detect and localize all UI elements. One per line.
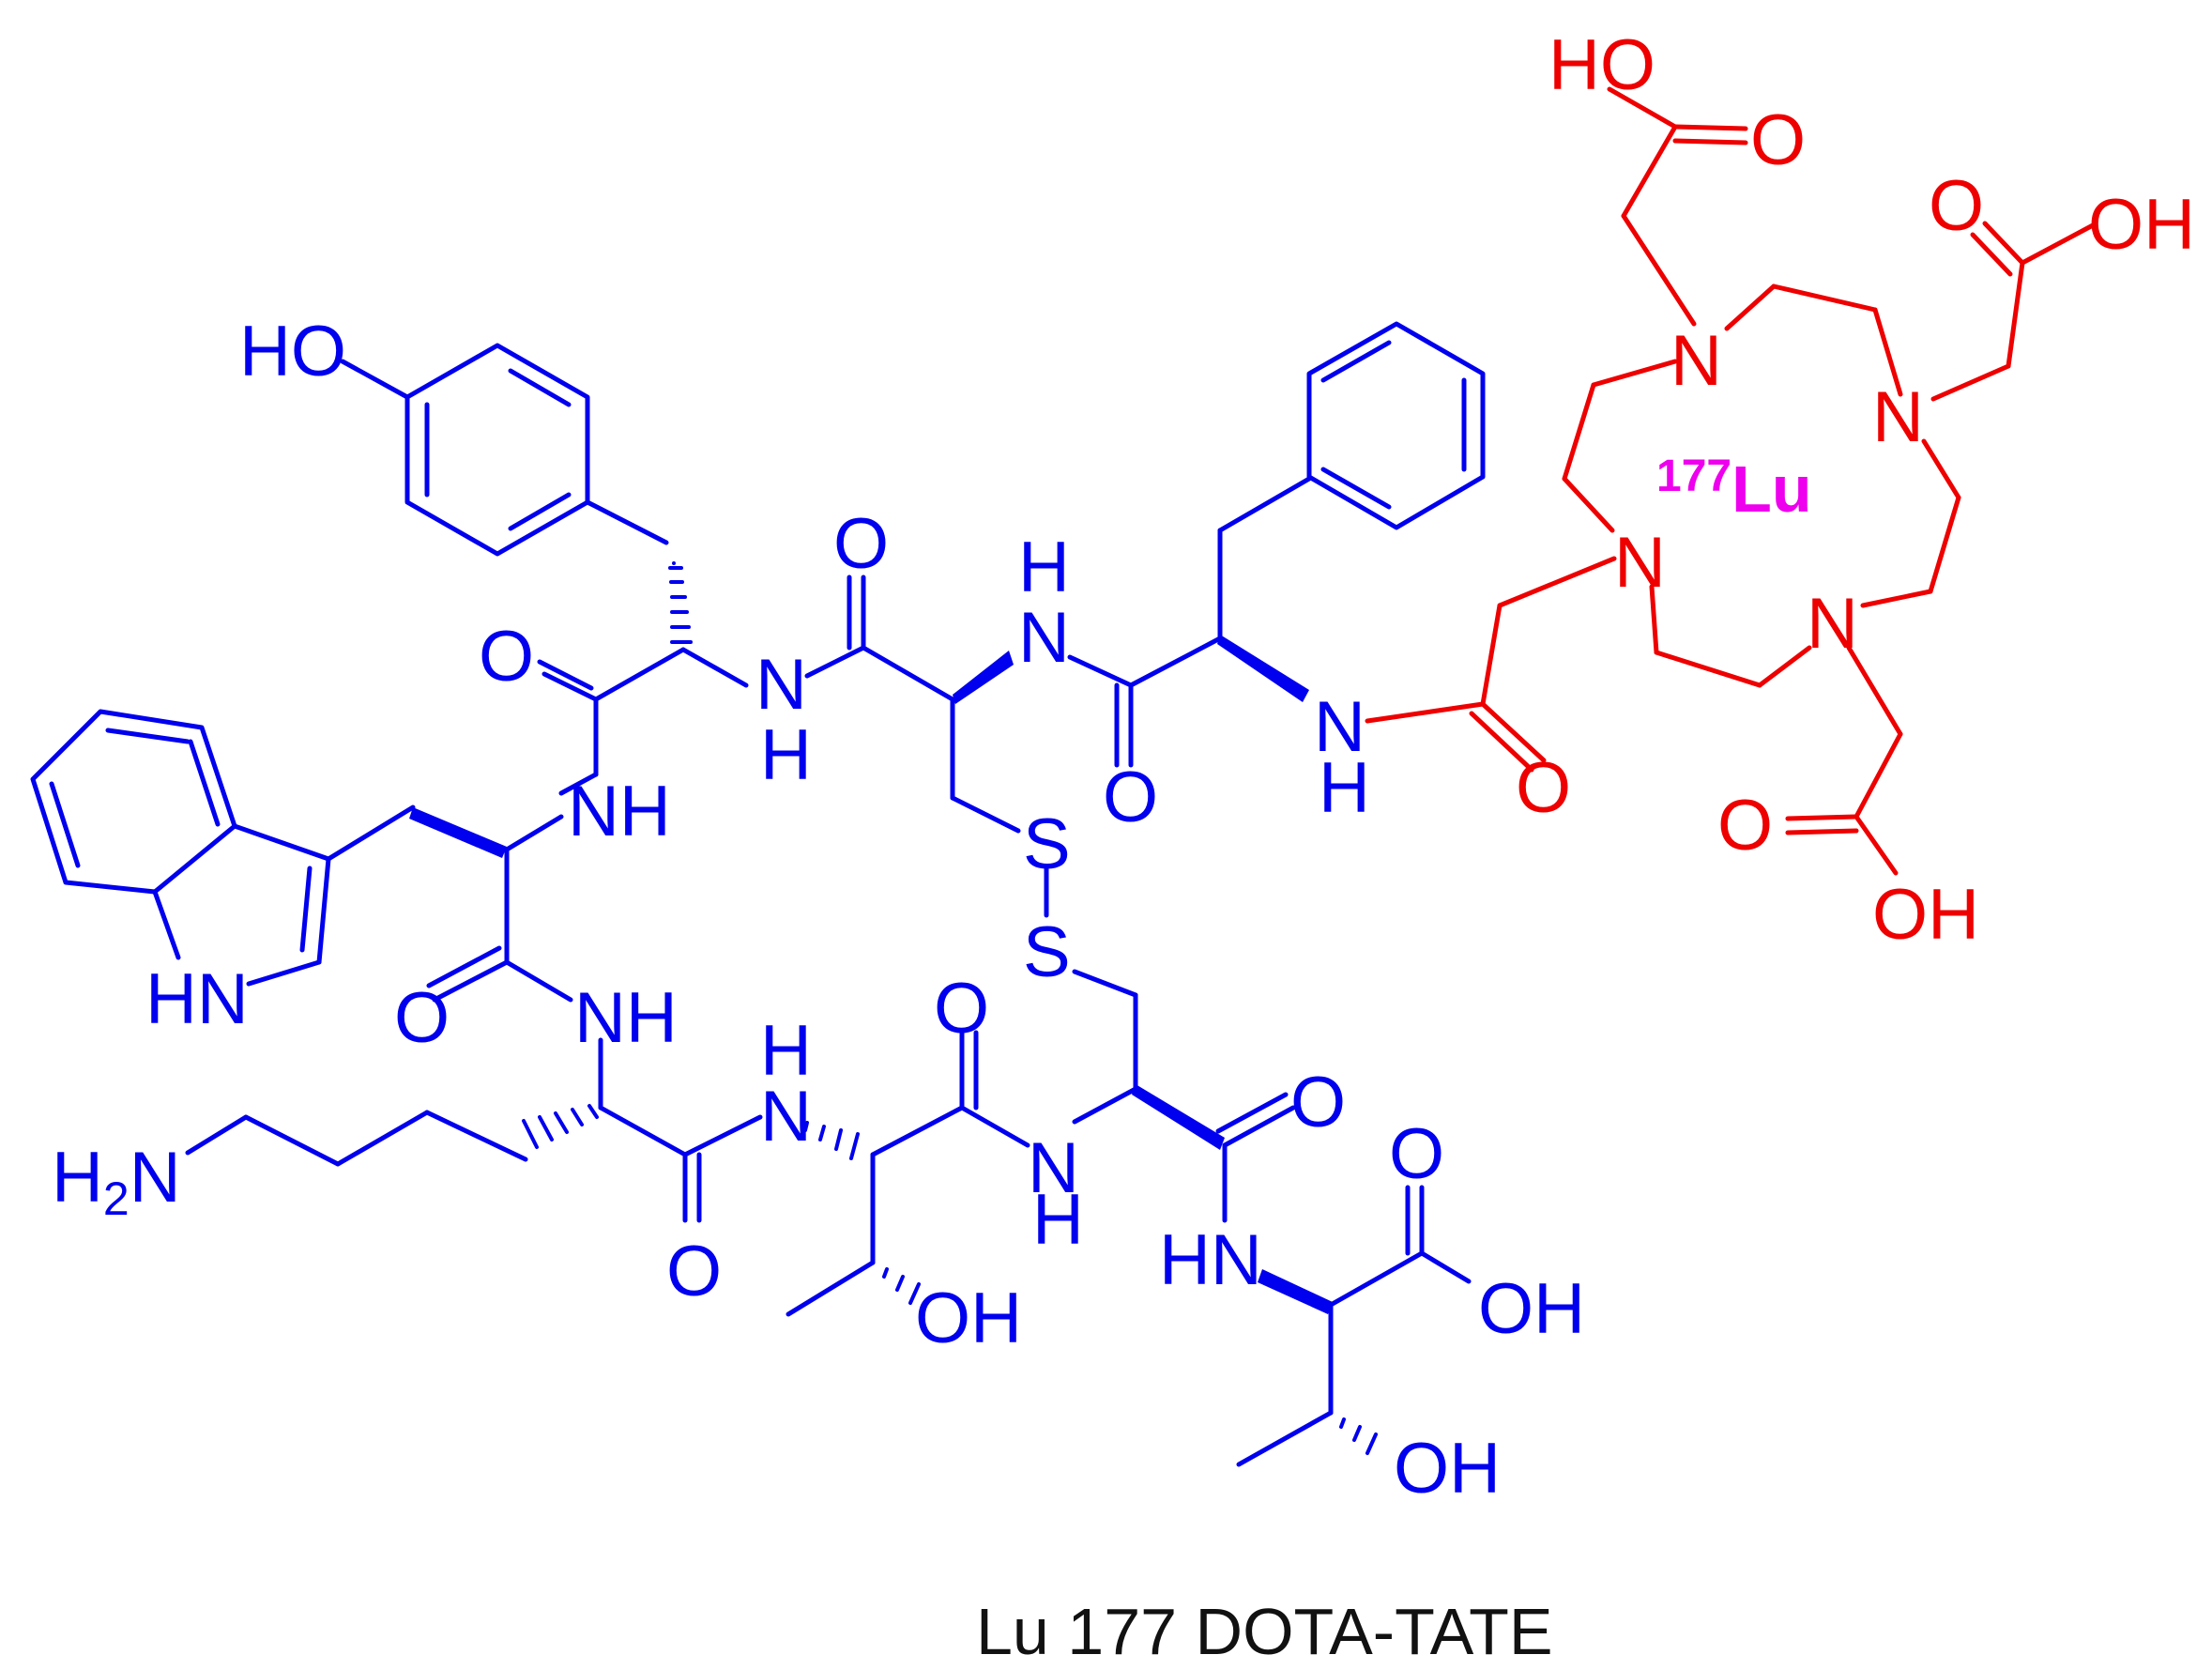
amide-n1-label: N bbox=[755, 645, 807, 725]
right-acid-o-label: O bbox=[1929, 166, 1984, 246]
amide-n3-label: N bbox=[1314, 687, 1365, 767]
amide-n2-label: N bbox=[1018, 598, 1070, 678]
amide-h1-label: H bbox=[760, 715, 812, 795]
macrocycle-n3-label: N bbox=[1614, 523, 1666, 603]
right-acid-oh-label: OH bbox=[2088, 185, 2195, 265]
lys-hashed-bond bbox=[522, 1104, 599, 1149]
lys-nh-label: NH bbox=[574, 978, 678, 1058]
macrocycle-n1-label: N bbox=[1670, 321, 1722, 401]
carbonyl-o4-label: O bbox=[394, 978, 450, 1058]
linker-amide-o-label: O bbox=[1516, 748, 1571, 828]
cys-wedge-bond bbox=[953, 651, 1014, 704]
carbonyl-o1-label: O bbox=[479, 617, 534, 697]
carbonyl-o3-label: O bbox=[1103, 758, 1158, 837]
thr1-hashed-bond bbox=[803, 1121, 860, 1160]
top-acid-o-label: O bbox=[1750, 100, 1806, 180]
tyr-hashed-bond bbox=[668, 561, 693, 644]
sulfur-1-label: S bbox=[1023, 804, 1071, 884]
sulfur-2-label: S bbox=[1023, 912, 1071, 992]
carbonyl-o2-label: O bbox=[833, 504, 889, 584]
bottom-acid-o-label: O bbox=[1717, 786, 1773, 866]
thr-amide-h-label: H bbox=[760, 1011, 812, 1091]
lutetium-177-label: 177Lu bbox=[1656, 452, 1812, 526]
amide-h2-label: H bbox=[1018, 528, 1070, 607]
phe-wedge-bond bbox=[1217, 635, 1309, 702]
amide-n4-label: N bbox=[1028, 1128, 1079, 1208]
trp-wedge-bond bbox=[409, 807, 507, 858]
thr2-amide-label: HN bbox=[1159, 1220, 1262, 1300]
compound-name-caption: Lu 177 DOTA-TATE bbox=[976, 1595, 1553, 1668]
carboxyl-oh-label: OH bbox=[1478, 1269, 1585, 1349]
lys-amine-label: H2N bbox=[52, 1138, 181, 1225]
thr2-hydroxyl-label: OH bbox=[1394, 1429, 1501, 1509]
carbonyl-o6-label: O bbox=[666, 1232, 722, 1311]
amide-h3-label: H bbox=[1319, 748, 1370, 828]
peptide-bonds bbox=[30, 321, 1486, 1467]
carbonyl-o8-label: O bbox=[1389, 1114, 1444, 1194]
phenylalanine-ring bbox=[1306, 321, 1486, 530]
thr2-oh-hashed-bond bbox=[1339, 1417, 1378, 1455]
thr1-hydroxyl-label: OH bbox=[915, 1279, 1022, 1358]
tyrosine-ring bbox=[404, 343, 590, 557]
tyr-hydroxyl-label: HO bbox=[239, 312, 346, 391]
macrocycle-n2-label: N bbox=[1872, 377, 1924, 457]
carbonyl-o7-label: O bbox=[1290, 1063, 1346, 1142]
top-acid-ho-label: HO bbox=[1548, 25, 1655, 105]
chelator-atom-labels: HO O O OH N N N N O O OH bbox=[1516, 25, 2195, 955]
peptide-atom-labels: HO O N H O H N O N H NH HN O NH S S H N … bbox=[52, 312, 1585, 1509]
thr2-wedge-bond bbox=[1258, 1269, 1333, 1314]
cys2-wedge-bond bbox=[1132, 1084, 1225, 1150]
thr1-oh-hashed-bond bbox=[882, 1267, 921, 1305]
indole-benzene-ring bbox=[30, 709, 237, 895]
carbonyl-o5-label: O bbox=[934, 969, 989, 1049]
macrocycle-n4-label: N bbox=[1807, 584, 1858, 664]
chelator-bonds bbox=[1365, 86, 2096, 876]
bottom-acid-oh-label: OH bbox=[1872, 875, 1979, 955]
amide-h4-label: H bbox=[1032, 1180, 1084, 1260]
indole-nh-label: HN bbox=[145, 959, 249, 1039]
thr-amide-n-label: N bbox=[760, 1077, 812, 1157]
trp-nh-label: NH bbox=[568, 772, 671, 851]
